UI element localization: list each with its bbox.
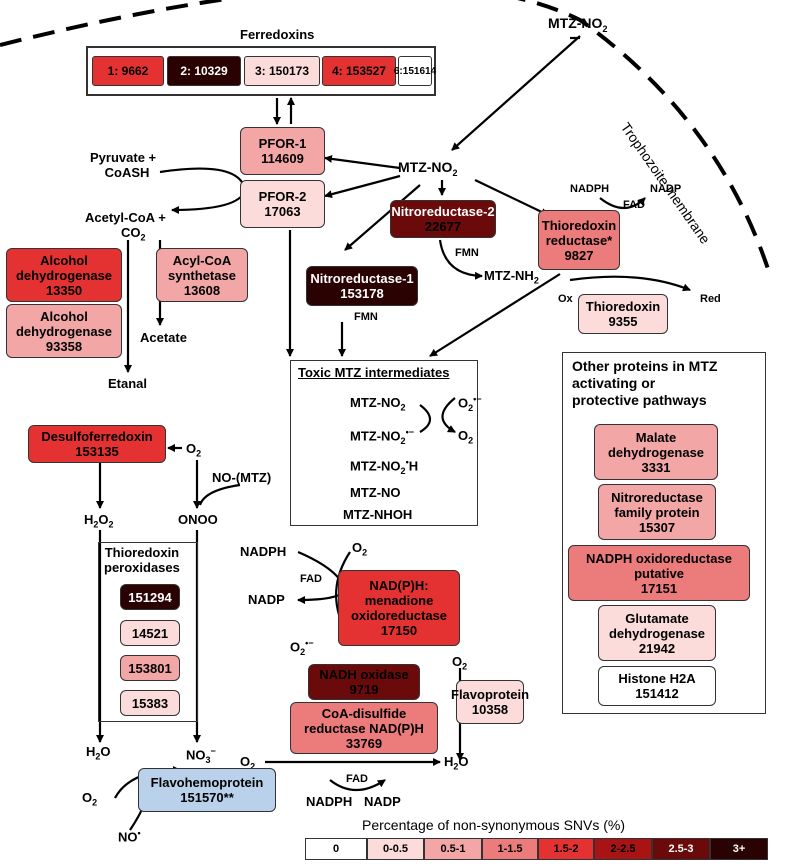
mtz-no2-center: MTZ-NO2	[398, 159, 458, 178]
mtz-nh2-label: MTZ-NH2	[484, 268, 539, 286]
o2-minus-mid: O2•−	[290, 638, 314, 657]
legend-bin-2: 0.5-1	[424, 838, 482, 860]
ferredoxin-3: 3: 150173	[244, 56, 320, 86]
peroxidase-2: 14521	[120, 620, 180, 646]
legend-bin-3: 1-1.5	[482, 838, 538, 860]
toxic-o2-minus: O2•−	[458, 394, 482, 413]
legend-bin-6: 2.5-3	[652, 838, 710, 860]
onoo-label: ONOO	[178, 512, 218, 527]
toxic-r1: MTZ-NO2	[350, 395, 406, 413]
acetate-label: Acetate	[140, 330, 187, 345]
h2o-left: H2O	[86, 744, 111, 762]
peroxidase-4: 15383	[120, 690, 180, 716]
peroxidases-frame	[98, 542, 198, 722]
fad-bottom: FAD	[346, 773, 368, 785]
ferredoxins-frame	[86, 46, 436, 96]
nadp-bottom: NADP	[364, 794, 401, 809]
ferredoxin-1: 1: 9662	[92, 56, 164, 86]
o2-bottom: O2	[240, 754, 256, 772]
nadph-top: NADPH	[570, 183, 610, 195]
other-proteins-frame	[562, 352, 766, 714]
etanal-label: Etanal	[108, 376, 148, 391]
toxic-r5: MTZ-NHOH	[343, 507, 413, 522]
toxic-r2: MTZ-NO2•−	[350, 427, 414, 446]
peroxidase-3: 153801	[120, 655, 180, 681]
o2-flavo-left: O2	[82, 790, 98, 808]
toxic-intermediates-frame	[290, 360, 478, 526]
legend-bin-4: 1.5-2	[538, 838, 594, 860]
nadph-mid: NADPH	[240, 544, 287, 559]
toxic-r3: MTZ-NO2•H	[350, 457, 419, 476]
ferredoxins-title: Ferredoxins	[240, 27, 315, 42]
fmn-label-1: FMN	[354, 311, 378, 323]
peroxidase-1: 151294	[120, 584, 180, 610]
o2-mid: O2	[352, 540, 368, 558]
no3-label: NO3−	[186, 746, 216, 765]
no-mtz-label: NO-(MTZ)	[212, 470, 272, 485]
o2-flavoprotein: O2	[452, 654, 468, 672]
nadp-top: NADP	[650, 183, 682, 195]
ferredoxin-6: 6:151614	[394, 56, 436, 86]
nadph-bottom: NADPH	[306, 794, 353, 809]
legend-bin-7: 3+	[710, 838, 768, 860]
fad-top: FAD	[623, 199, 645, 211]
toxic-title: Toxic MTZ intermediates	[298, 365, 450, 380]
legend-bin-5: 2-2.5	[594, 838, 652, 860]
toxic-o2: O2	[458, 428, 474, 446]
membrane-arc	[0, 0, 772, 276]
no-bottom: NO•	[118, 828, 141, 845]
fad-mid: FAD	[300, 573, 322, 585]
mtz-no2-top: MTZ-NO2	[548, 15, 608, 34]
legend-bin-1: 0-0.5	[367, 838, 424, 860]
acetyl-coa-label: Acetyl-CoA +CO2	[85, 210, 166, 243]
legend-title: Percentage of non-synonymous SNVs (%)	[362, 817, 626, 833]
legend-bin-0: 0	[305, 838, 367, 860]
pyruvate-label: Pyruvate +CoASH	[90, 150, 157, 180]
toxic-r4: MTZ-NO	[350, 485, 401, 500]
ferredoxin-4: 4: 153527	[322, 56, 396, 86]
fmn-label-2: FMN	[455, 247, 479, 259]
o2-desulfo: O2	[186, 441, 202, 459]
nadp-mid: NADP	[248, 592, 285, 607]
red-label: Red	[700, 293, 721, 305]
h2o2-label: H2O2	[84, 512, 114, 530]
h2o-right: H2O	[444, 754, 469, 772]
ferredoxin-2: 2: 10329	[167, 56, 241, 86]
ox-label: Ox	[558, 293, 573, 305]
